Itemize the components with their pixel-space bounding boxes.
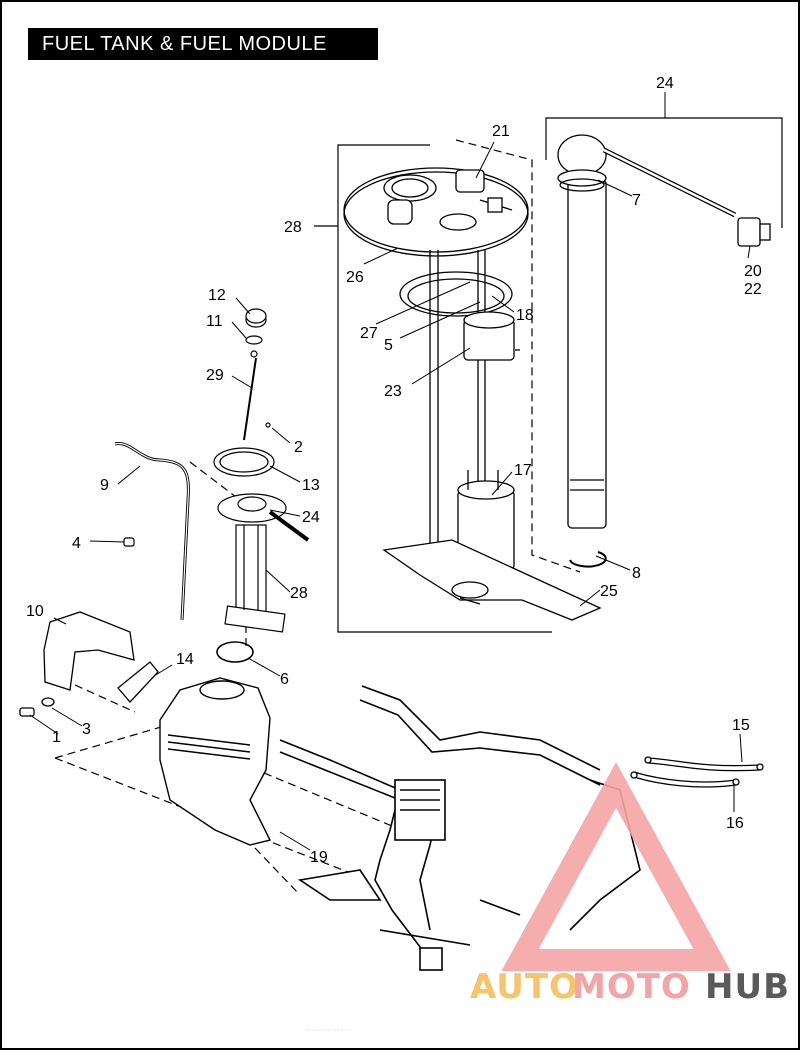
callout-13: 13 — [302, 477, 320, 494]
callout-27: 27 — [360, 325, 378, 342]
tank-bracket — [19, 611, 159, 717]
callout-10: 10 — [26, 603, 44, 620]
callout-18: 18 — [516, 307, 534, 324]
callout-11: 11 — [206, 313, 223, 330]
callout-2: 2 — [294, 439, 303, 456]
callout-numbers: 21 24 7 20 22 28 26 18 27 5 23 17 8 25 1… — [26, 75, 762, 1034]
callout-29: 29 — [206, 367, 224, 384]
fuel-module-bracket — [314, 144, 552, 633]
callout-24-mid: 24 — [302, 509, 320, 526]
callout-7: 7 — [632, 192, 641, 209]
fuel-lines — [630, 756, 764, 788]
callout-17: 17 — [514, 462, 532, 479]
leader-lines — [29, 92, 751, 851]
callout-8: 8 — [632, 565, 641, 582]
fuel-tank-body — [159, 677, 272, 846]
callout-19: 19 — [310, 849, 328, 866]
watermark-hub: HUB — [705, 967, 790, 1007]
watermark-logo: AUTO MOTO HUB — [470, 762, 790, 1007]
callout-25: 25 — [600, 583, 618, 600]
callout-16: 16 — [726, 815, 744, 832]
callout-26: 26 — [346, 269, 364, 286]
callout-9: 9 — [100, 477, 109, 494]
fuel-module-small — [114, 308, 310, 663]
callout-15: 15 — [732, 717, 750, 734]
callout-28-mid: 28 — [290, 585, 308, 602]
page-title: FUEL TANK & FUEL MODULE — [28, 28, 378, 60]
callout-4: 4 — [72, 535, 81, 552]
callout-22: 22 — [744, 281, 762, 298]
callout-20: 20 — [744, 263, 762, 280]
callout-1: 1 — [52, 729, 61, 746]
callout-23: 23 — [384, 383, 402, 400]
callout-12: 12 — [208, 287, 226, 304]
watermark-moto: MOTO — [572, 967, 691, 1007]
callout-6: 6 — [280, 671, 289, 688]
fuel-pump-module-large — [343, 167, 602, 621]
callout-3: 3 — [82, 721, 91, 738]
callout-5: 5 — [384, 337, 393, 354]
callout-24-top: 24 — [656, 75, 674, 92]
level-sender-tube — [545, 117, 783, 568]
callout-footer: ···················· — [304, 1027, 351, 1034]
watermark-auto: AUTO — [470, 967, 579, 1007]
callout-21: 21 — [492, 123, 510, 140]
callout-28-top: 28 — [284, 219, 302, 236]
motorcycle-frame — [279, 685, 641, 971]
callout-14: 14 — [176, 651, 194, 668]
